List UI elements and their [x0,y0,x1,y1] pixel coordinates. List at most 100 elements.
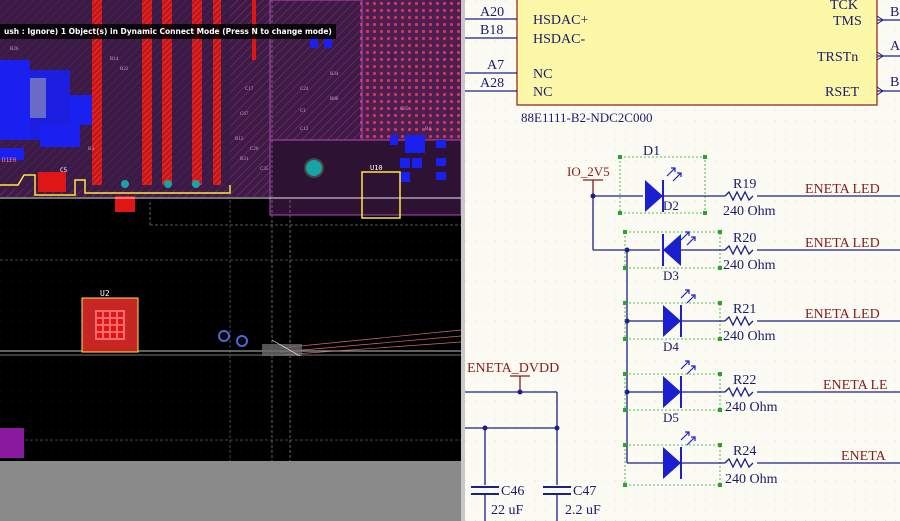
led-diode [663,234,681,266]
trace-red-3 [162,0,172,185]
capacitor-c47[interactable]: C47 2.2 uF [543,484,601,521]
power-port-io-2v5[interactable]: IO_2V5 [567,164,610,179]
grey-plane [0,461,461,521]
diode-ref: D5 [663,410,679,425]
resistor-ref: R22 [733,373,756,388]
pin-name: HSDAC+ [533,13,588,28]
pin-number: A28 [480,76,504,91]
resistor [724,244,754,256]
schematic-editor-view[interactable]: 88E1111-B2-NDC2C000 A20 B18 A7 A28 HSDAC… [465,0,900,521]
led-diode [645,180,663,212]
silk-label: C35 [400,107,409,112]
capacitor-value: 22 uF [491,503,524,518]
led-row-1[interactable]: D1 D2 R19 240 Ohm ENETA LED [593,144,900,219]
silk-label: C20 [250,147,259,152]
pin-name: NC [533,85,552,100]
silk-label: C24 [300,87,309,92]
net-label[interactable]: ENETA [841,449,887,464]
resistor-ref: R19 [733,177,756,192]
u2-designator: U2 [100,289,110,298]
schematic-canvas[interactable]: 88E1111-B2-NDC2C000 A20 B18 A7 A28 HSDAC… [465,0,900,521]
silk-label: R31 [240,157,249,162]
pin-name: TMS [833,14,862,29]
bga-footprint[interactable] [360,0,461,140]
pin-number: B [890,75,899,90]
u10-outline[interactable] [361,171,401,219]
led-row-2[interactable]: D3 R20 240 Ohm ENETA LED [624,231,900,283]
u10-designator: U10 [370,164,383,172]
resistor [724,190,754,202]
pin-name: HSDAC- [533,32,585,47]
resistor-value: 240 Ohm [723,258,776,273]
capacitor-value: 2.2 uF [565,503,601,518]
resistor-ref: R24 [733,444,756,459]
pin-number: A [890,39,900,54]
pin-number: A20 [480,5,504,20]
pin-name: RSET [825,85,860,100]
ic-part-number: 88E1111-B2-NDC2C000 [521,110,652,125]
silk-label: B3 [88,147,94,152]
diode-ref: D1 [643,144,660,159]
led-diode [663,305,681,337]
pin-name: NC [533,67,552,82]
diode-ref: D2 [663,198,679,213]
pin-number: A7 [487,58,504,73]
trace-red-4 [192,0,202,185]
silk-label: R14 [110,57,119,62]
capacitor-c46[interactable]: C46 22 uF [471,484,524,521]
net-label[interactable]: ENETA LED [805,307,880,322]
resistor [724,315,754,327]
silk-label: R22 [120,67,129,72]
led-row-4[interactable]: D5 R22 240 Ohm ENETA LE [624,373,900,425]
silk-label: C17 [245,87,254,92]
pin-name: TRSTn [817,50,858,65]
via [236,335,248,347]
trace-red-2 [142,0,152,185]
pane-splitter[interactable] [461,0,465,521]
silk-label: C1 [300,109,306,114]
board-outline [0,174,231,196]
resistor-value: 240 Ohm [725,472,778,487]
capacitor-ref: C47 [573,484,596,499]
silk-label: R34 [330,72,339,77]
silk-label: R88 [330,97,339,102]
resistor [724,386,754,398]
pcb-editor-view[interactable]: U2 U10 D1E0 C5 R14 R22 C17 C24 R88 C67 C… [0,0,461,521]
led-emission-arrows [666,167,696,446]
mounting-pad [304,158,324,178]
bottom-copper-block [0,60,30,140]
net-label[interactable]: ENETA LED [805,182,880,197]
silk-label: R26 [10,47,19,52]
diode-ref: D3 [663,268,679,283]
led-diode [663,447,681,479]
ic-88e1111-body[interactable] [516,0,878,106]
resistor-value: 240 Ohm [723,329,776,344]
selection-handles[interactable] [618,155,722,487]
net-label[interactable]: ENETA LED [805,236,880,251]
led-row-3[interactable]: D4 R21 240 Ohm ENETA LED [624,302,900,354]
silk-label: R12 [235,137,244,142]
red-pad-1 [38,172,66,192]
net-label[interactable]: ENETA LE [823,378,888,393]
via [218,330,230,342]
pin-name: TCK [830,0,858,13]
pin-number: B [890,5,899,20]
resistor-ref: R21 [733,302,756,317]
trace-red-1 [92,0,102,185]
c-designator: C5 [60,167,68,174]
dynamic-connect-hint: ush : Ignore) 1 Object(s) in Dynamic Con… [0,24,336,39]
resistor-ref: R20 [733,231,756,246]
pcb-canvas[interactable]: U2 U10 D1E0 C5 R14 R22 C17 C24 R88 C67 C… [0,0,461,521]
diode-ref: D4 [663,339,679,354]
red-pad-2 [115,196,135,212]
led-diode [663,376,681,408]
trace-red-5 [213,0,221,185]
led-row-5[interactable]: R24 240 Ohm ENETA [624,444,900,487]
capacitor-ref: C46 [501,484,524,499]
silk-label: C35 [260,167,269,172]
pin-number: B18 [480,23,503,38]
d1-designator: D1E0 [2,157,17,164]
u2-pad-array [95,310,125,340]
resistor [724,457,754,469]
power-port-eneta-dvdd[interactable]: ENETA_DVDD [467,361,559,376]
